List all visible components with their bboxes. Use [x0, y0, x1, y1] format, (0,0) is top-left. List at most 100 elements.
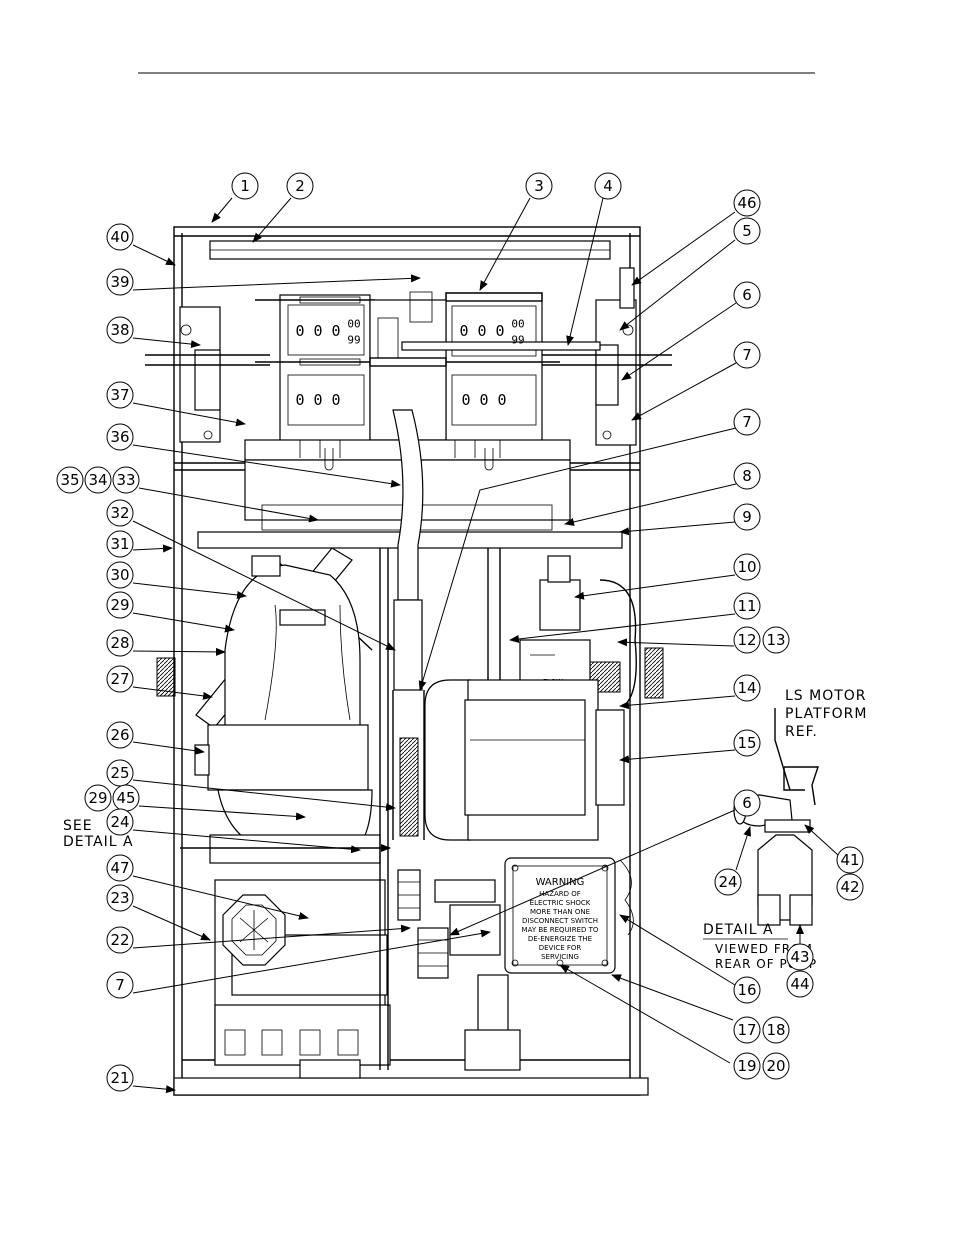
callout-circle — [525, 172, 553, 200]
callout-29: 29 — [106, 591, 134, 619]
callout-circle — [594, 172, 622, 200]
callout-number: 1 — [240, 177, 250, 195]
leader-arrow-icon — [132, 612, 235, 633]
callout-number: 16 — [737, 981, 756, 999]
callout-circle — [733, 674, 761, 702]
leader-arrow-icon — [574, 574, 736, 600]
leader-arrow-icon — [132, 647, 226, 656]
callout-circle — [106, 665, 134, 693]
callout-number: 30 — [110, 566, 129, 584]
callout-number: 23 — [110, 889, 129, 907]
leader-arrow-icon — [132, 875, 309, 920]
callout-number: 6 — [742, 286, 752, 304]
counter-digit: 00 — [347, 318, 360, 331]
counter-digit: 0 — [461, 391, 470, 409]
callout-13: 13 — [762, 626, 790, 654]
callout-circle — [112, 466, 140, 494]
callout-24: 24 — [714, 868, 742, 896]
callout-circle — [106, 884, 134, 912]
callout-43: 43 — [786, 943, 814, 971]
callout-number: 7 — [742, 413, 752, 431]
leader-arrow-icon — [138, 487, 319, 523]
callout-circle — [762, 626, 790, 654]
callout-46: 46 — [733, 189, 761, 217]
callout-number: 5 — [742, 222, 752, 240]
callout-number: 46 — [737, 194, 756, 212]
leader-arrow-icon — [619, 521, 736, 536]
callout-circle — [733, 462, 761, 490]
callout-number: 25 — [110, 764, 129, 782]
counter-digit: 0 — [459, 322, 468, 340]
leader-arrow-icon — [132, 905, 211, 941]
callout-number: 47 — [110, 859, 129, 877]
leader-arrow-icon — [631, 211, 736, 286]
callout-47: 47 — [106, 854, 134, 882]
callout-circle — [786, 943, 814, 971]
leader-arrow-icon — [564, 483, 737, 526]
callout-3: 3 — [525, 172, 553, 200]
callout-circle — [106, 223, 134, 251]
callout-circle — [733, 281, 761, 309]
callout-number: 44 — [790, 975, 809, 993]
callout-number: 7 — [742, 346, 752, 364]
leader-arrow-icon — [619, 239, 736, 331]
leader-arrow-icon — [621, 302, 737, 381]
leader-arrow-icon — [804, 824, 839, 856]
leader-arrow-icon — [132, 582, 247, 599]
callout-number: 38 — [110, 321, 129, 339]
callout-circle — [106, 423, 134, 451]
leader-arrow-icon — [132, 929, 491, 994]
counter-digit: 0 — [479, 391, 488, 409]
callout-circle — [106, 721, 134, 749]
callout-circle — [733, 189, 761, 217]
callout-9: 9 — [733, 503, 761, 531]
callout-circle — [733, 976, 761, 1004]
callout-circle — [106, 926, 134, 954]
callout-37: 37 — [106, 381, 134, 409]
callout-circle — [286, 172, 314, 200]
counter-digit: 0 — [295, 391, 304, 409]
callout-45: 45 — [112, 784, 140, 812]
callout-number: 40 — [110, 228, 129, 246]
counter-digit: 0 — [331, 322, 340, 340]
callout-number: 35 — [60, 471, 79, 489]
callout-circle — [714, 868, 742, 896]
callout-circle — [106, 854, 134, 882]
callout-number: 24 — [718, 873, 737, 891]
see-detail-note: SEE — [63, 818, 93, 834]
leader-arrow-icon — [132, 444, 401, 488]
leader-arrow-icon — [559, 964, 731, 1064]
callout-number: 33 — [116, 471, 135, 489]
callout-number: 6 — [742, 794, 752, 812]
callout-circle — [106, 591, 134, 619]
callout-number: 9 — [742, 508, 752, 526]
callout-circle — [733, 217, 761, 245]
leader-arrow-icon — [418, 427, 737, 691]
leader-arrow-icon — [132, 1085, 176, 1094]
callout-circle — [106, 629, 134, 657]
callout-number: 32 — [110, 504, 129, 522]
callout-circle — [231, 172, 259, 200]
leader-arrow-icon — [479, 197, 531, 291]
callout-number: 13 — [766, 631, 785, 649]
callout-35: 35 — [56, 466, 84, 494]
callout-7: 7 — [733, 408, 761, 436]
callout-23: 23 — [106, 884, 134, 912]
callout-circle — [106, 1064, 134, 1092]
callout-14: 14 — [733, 674, 761, 702]
callout-6: 6 — [733, 281, 761, 309]
counter-digit: 99 — [347, 334, 360, 347]
callout-15: 15 — [733, 729, 761, 757]
see-detail-note: DETAIL A — [63, 834, 134, 850]
callout-number: 3 — [534, 177, 544, 195]
callout-circle — [106, 268, 134, 296]
callout-30: 30 — [106, 561, 134, 589]
counter-digit: 0 — [313, 391, 322, 409]
leader-arrow-icon — [449, 809, 736, 936]
callout-number: 21 — [110, 1069, 129, 1087]
leader-arrow-icon — [619, 914, 736, 986]
warning-line: MORE THAN ONE — [530, 908, 590, 916]
warning-line: SERVICING — [541, 953, 579, 961]
callout-circle — [106, 530, 134, 558]
